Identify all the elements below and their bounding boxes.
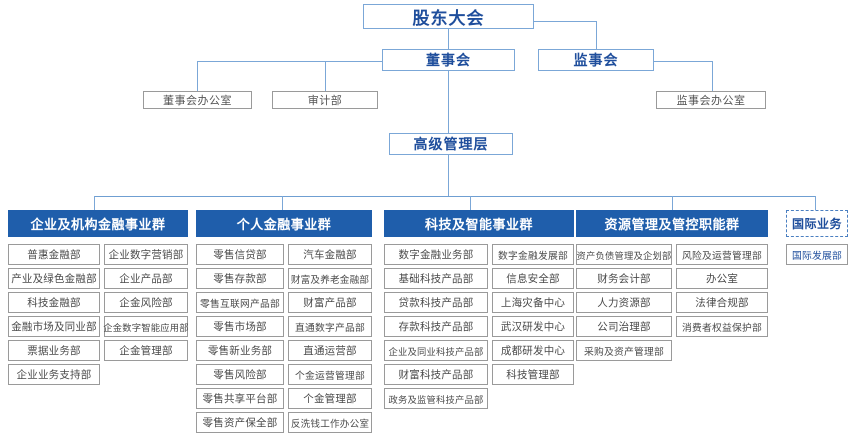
connector-leg-group-4: [672, 196, 673, 210]
dept-cell[interactable]: 企金风险部: [104, 292, 188, 313]
node-senior-management[interactable]: 高级管理层: [389, 133, 513, 155]
dept-cell[interactable]: 风险及运营管理部: [676, 244, 768, 265]
node-board-of-supervisors[interactable]: 监事会: [538, 49, 654, 71]
dept-cell[interactable]: 公司治理部: [576, 316, 672, 337]
node-board-office[interactable]: 董事会办公室: [143, 91, 252, 109]
connector-shareholders-right: [534, 21, 596, 22]
dept-cell[interactable]: 武汉研发中心: [492, 316, 574, 337]
sub-column: 国际发展部: [786, 244, 848, 265]
dept-cell[interactable]: 科技管理部: [492, 364, 574, 385]
dept-cell[interactable]: 零售市场部: [196, 316, 284, 337]
dept-cell[interactable]: 数字金融发展部: [492, 244, 574, 265]
dept-cell[interactable]: 零售互联网产品部: [196, 292, 284, 313]
sub-column: 数字金融业务部 基础科技产品部 贷款科技产品部 存款科技产品部 企业及同业科技产…: [384, 244, 488, 409]
dept-cell[interactable]: 科技金融部: [8, 292, 100, 313]
group-personal-finance: 个人金融事业群 零售信贷部 零售存款部 零售互联网产品部 零售市场部 零售新业务…: [196, 210, 372, 433]
dept-cell[interactable]: 汽车金融部: [288, 244, 372, 265]
dept-cell[interactable]: 企业及同业科技产品部: [384, 340, 488, 361]
dept-cell[interactable]: 企业业务支持部: [8, 364, 100, 385]
dept-cell[interactable]: 企金数字智能应用部: [103, 316, 189, 337]
group-header-label[interactable]: 个人金融事业群: [196, 210, 372, 237]
dept-cell[interactable]: 法律合规部: [676, 292, 768, 313]
node-shareholders-meeting[interactable]: 股东大会: [363, 4, 534, 29]
dept-cell[interactable]: 存款科技产品部: [384, 316, 488, 337]
dept-cell[interactable]: 信息安全部: [492, 268, 574, 289]
group-header-label[interactable]: 国际业务: [786, 210, 848, 237]
connector-senior-to-bus: [448, 155, 449, 196]
group-international-business: 国际业务 国际发展部: [786, 210, 848, 265]
dept-cell[interactable]: 个金运营管理部: [288, 364, 372, 385]
dept-cell[interactable]: 办公室: [676, 268, 768, 289]
group-body: 资产负债管理及企划部 财务会计部 人力资源部 公司治理部 采购及资产管理部 风险…: [576, 244, 768, 361]
connector-leg-group-2: [282, 196, 283, 210]
org-chart: 股东大会 董事会 监事会 高级管理层 董事会办公室 审计部 监事会办公室 企业及…: [8, 4, 848, 433]
dept-cell[interactable]: 直通运营部: [288, 340, 372, 361]
connector-shareholders-to-board: [448, 28, 449, 50]
group-corporate-institutional-finance: 企业及机构金融事业群 普惠金融部 产业及绿色金融部 科技金融部 金融市场及同业部…: [8, 210, 189, 385]
dept-cell[interactable]: 国际发展部: [786, 244, 848, 265]
dept-cell[interactable]: 产业及绿色金融部: [8, 268, 100, 289]
connector-supervisors-right-arm: [654, 61, 712, 62]
dept-cell[interactable]: 票据业务部: [8, 340, 100, 361]
sub-column: 资产负债管理及企划部 财务会计部 人力资源部 公司治理部 采购及资产管理部: [576, 244, 672, 361]
group-body: 普惠金融部 产业及绿色金融部 科技金融部 金融市场及同业部 票据业务部 企业业务…: [8, 244, 189, 385]
connector-board-office-drop: [197, 61, 198, 91]
dept-cell[interactable]: 财富及养老金融部: [288, 268, 372, 289]
dept-cell[interactable]: 人力资源部: [576, 292, 672, 313]
dept-cell[interactable]: 贷款科技产品部: [384, 292, 488, 313]
dept-cell[interactable]: 企金管理部: [104, 340, 188, 361]
dept-cell[interactable]: 基础科技产品部: [384, 268, 488, 289]
connector-leg-group-1: [94, 196, 95, 210]
sub-column: 数字金融发展部 信息安全部 上海灾备中心 武汉研发中心 成都研发中心 科技管理部: [492, 244, 574, 409]
group-header-label[interactable]: 企业及机构金融事业群: [8, 210, 188, 237]
dept-cell[interactable]: 零售新业务部: [196, 340, 284, 361]
connector-board-offices-bus: [197, 61, 325, 62]
sub-column: 汽车金融部 财富及养老金融部 财富产品部 直通数字产品部 直通运营部 个金运营管…: [288, 244, 372, 433]
node-supervisors-office[interactable]: 监事会办公室: [656, 91, 766, 109]
connector-main-bus: [94, 196, 815, 197]
group-body: 数字金融业务部 基础科技产品部 贷款科技产品部 存款科技产品部 企业及同业科技产…: [384, 244, 574, 409]
dept-cell[interactable]: 资产负债管理及企划部: [576, 244, 672, 265]
node-audit-department[interactable]: 审计部: [272, 91, 378, 109]
dept-cell[interactable]: 消费者权益保护部: [676, 316, 768, 337]
node-board-of-directors[interactable]: 董事会: [382, 49, 515, 71]
group-body: 零售信贷部 零售存款部 零售互联网产品部 零售市场部 零售新业务部 零售风险部 …: [196, 244, 372, 433]
dept-cell[interactable]: 零售共享平台部: [196, 388, 284, 409]
sub-column: 企业数字营销部 企业产品部 企金风险部 企金数字智能应用部 企金管理部: [103, 244, 189, 385]
dept-cell[interactable]: 财富科技产品部: [384, 364, 488, 385]
dept-cell[interactable]: 数字金融业务部: [384, 244, 488, 265]
group-technology-intelligence: 科技及智能事业群 数字金融业务部 基础科技产品部 贷款科技产品部 存款科技产品部…: [384, 210, 574, 409]
dept-cell[interactable]: 成都研发中心: [492, 340, 574, 361]
dept-cell[interactable]: 财务会计部: [576, 268, 672, 289]
dept-cell[interactable]: 采购及资产管理部: [576, 340, 672, 361]
dept-cell[interactable]: 上海灾备中心: [492, 292, 574, 313]
dept-cell[interactable]: 财富产品部: [288, 292, 372, 313]
connector-to-supervisors: [596, 21, 597, 50]
sub-column: 风险及运营管理部 办公室 法律合规部 消费者权益保护部: [676, 244, 768, 361]
dept-cell[interactable]: 零售存款部: [196, 268, 284, 289]
group-header-label[interactable]: 资源管理及管控职能群: [576, 210, 768, 237]
connector-supervisors-office-drop: [712, 61, 713, 91]
dept-cell[interactable]: 零售信贷部: [196, 244, 284, 265]
group-body: 国际发展部: [786, 244, 848, 265]
dept-cell[interactable]: 企业产品部: [104, 268, 188, 289]
connector-leg-group-5: [815, 196, 816, 210]
dept-cell[interactable]: 零售风险部: [196, 364, 284, 385]
dept-cell[interactable]: 普惠金融部: [8, 244, 100, 265]
sub-column: 零售信贷部 零售存款部 零售互联网产品部 零售市场部 零售新业务部 零售风险部 …: [196, 244, 284, 433]
dept-cell[interactable]: 政务及监管科技产品部: [384, 388, 488, 409]
group-resource-management-control: 资源管理及管控职能群 资产负债管理及企划部 财务会计部 人力资源部 公司治理部 …: [576, 210, 768, 361]
dept-cell[interactable]: 直通数字产品部: [288, 316, 372, 337]
dept-cell[interactable]: 企业数字营销部: [104, 244, 188, 265]
group-header-label[interactable]: 科技及智能事业群: [384, 210, 574, 237]
dept-cell[interactable]: 个金管理部: [288, 388, 372, 409]
dept-cell[interactable]: 金融市场及同业部: [8, 316, 100, 337]
sub-column: 普惠金融部 产业及绿色金融部 科技金融部 金融市场及同业部 票据业务部 企业业务…: [8, 244, 100, 385]
connector-audit-drop: [325, 61, 326, 91]
connector-board-to-senior: [448, 71, 449, 133]
connector-leg-group-3: [470, 196, 471, 210]
